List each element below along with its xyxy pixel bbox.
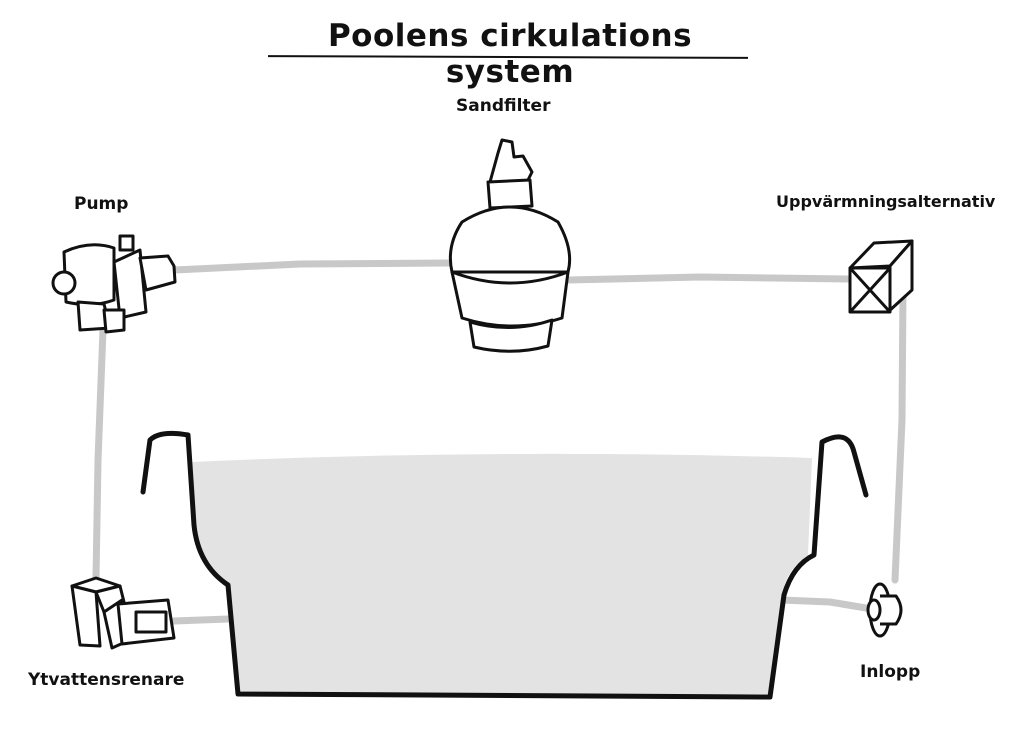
pool-outline [140,430,869,700]
pipe-heating-to-inlet [891,284,907,584]
label-heating: Uppvärmningsalternativ [776,192,996,211]
pipe-pump-to-filter [171,259,454,274]
pool-water [192,453,812,696]
diagram-title: Poolens cirkulations system [327,18,693,90]
pipe-filter-to-heating [564,273,852,284]
pipe-inlet-to-pool [778,596,870,612]
sandfilter-icon [448,138,572,353]
pump-icon [51,234,177,334]
pipe-skimmer-to-pool [170,615,232,625]
label-skimmer: Ytvattensrenare [28,670,185,690]
pool [140,430,869,700]
label-sandfilter: Sandfilter [456,96,551,116]
inlet-icon [866,582,903,638]
skimmer-icon [70,576,176,650]
pipes [92,259,907,625]
label-pump: Pump [74,194,129,214]
pipe-skimmer-to-pump [92,326,107,582]
heating-icon [848,239,914,314]
label-inlet: Inlopp [860,662,921,682]
